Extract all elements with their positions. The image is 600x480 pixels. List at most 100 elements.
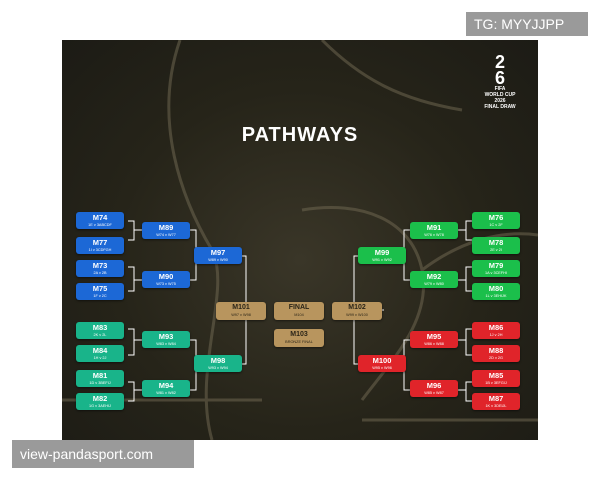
logo-number-top: 2 xyxy=(494,52,505,72)
match-sub: 1I v 3CDFGH xyxy=(88,248,112,252)
logo-line2: WORLD CUP xyxy=(484,92,516,98)
match-code: M89 xyxy=(158,223,174,232)
bracket-connectors xyxy=(128,220,472,402)
match-code: M92 xyxy=(426,272,442,281)
match-code: M83 xyxy=(92,323,108,332)
match-sub: 1L v 3EHIJK xyxy=(485,294,507,298)
match-code: M81 xyxy=(92,371,108,380)
match-code: M93 xyxy=(158,332,174,341)
match-sub: 1A v 3CEFHI xyxy=(485,271,507,275)
match-code: M86 xyxy=(488,323,504,332)
match-sub: BRONZE FINAL xyxy=(285,340,313,344)
match-code: M76 xyxy=(488,213,504,222)
match-code: M75 xyxy=(92,284,108,293)
match-sub: W91 v W92 xyxy=(372,258,392,262)
match-sub: 1J v 2H xyxy=(489,333,503,337)
match-code: M78 xyxy=(488,238,504,247)
match-code: M102 xyxy=(348,304,366,311)
match-sub: W81 v W82 xyxy=(156,391,176,395)
match-sub: W74 v W77 xyxy=(156,233,176,237)
watermark-top: TG: MYYJJPP xyxy=(466,12,588,36)
page-title: PATHWAYS xyxy=(241,124,359,146)
match-code: M88 xyxy=(488,346,504,355)
match-sub: 1C v 2F xyxy=(489,223,503,227)
match-sub: W85 v W87 xyxy=(424,391,444,395)
match-sub: W73 v W75 xyxy=(156,282,176,286)
match-sub: 2A v 2B xyxy=(93,271,107,275)
match-code: FINAL xyxy=(288,304,310,311)
match-code: M103 xyxy=(290,331,308,338)
match-sub: W93 v W94 xyxy=(208,366,228,370)
match-sub: 1G v 3AEHIJ xyxy=(89,404,111,408)
logo-line4: FINAL DRAW xyxy=(484,104,516,110)
logo-line1: FIFA xyxy=(494,86,506,92)
match-code: M98 xyxy=(210,356,226,365)
match-sub: 1H v 2J xyxy=(93,356,107,360)
match-code: M95 xyxy=(426,332,442,341)
match-code: M96 xyxy=(426,381,442,390)
match-code: M74 xyxy=(92,213,108,222)
match-sub: 1F v 2C xyxy=(93,294,107,298)
match-sub: 2K v 2L xyxy=(93,333,107,337)
match-sub: 2D v 2G xyxy=(489,356,503,360)
match-code: M99 xyxy=(374,248,390,257)
match-sub: W95 v W96 xyxy=(372,366,392,370)
match-code: M91 xyxy=(426,223,442,232)
match-code: M77 xyxy=(92,238,108,247)
match-sub: W89 v W90 xyxy=(208,258,228,262)
world-cup-logo: 2 6 FIFA WORLD CUP 2026 FINAL DRAW xyxy=(478,52,522,110)
match-code: M90 xyxy=(158,272,174,281)
match-code: M73 xyxy=(92,261,108,270)
match-sub: W79 v W80 xyxy=(424,282,444,286)
match-code: M101 xyxy=(232,304,250,311)
match-code: M84 xyxy=(92,346,108,355)
match-code: M97 xyxy=(210,248,226,257)
match-sub: W99 v W100 xyxy=(346,313,368,317)
match-code: M94 xyxy=(158,381,174,390)
match-sub: W86 v W88 xyxy=(424,342,444,346)
match-code: M79 xyxy=(488,261,504,270)
match-code: M100 xyxy=(372,356,392,365)
match-sub: W83 v W84 xyxy=(156,342,176,346)
match-code: M82 xyxy=(92,394,108,403)
match-code: M80 xyxy=(488,284,504,293)
match-sub: 2E v 2I xyxy=(490,248,502,252)
logo-line3: 2026 xyxy=(494,98,506,104)
pathways-poster: 2 6 FIFA WORLD CUP 2026 FINAL DRAW PATHW… xyxy=(62,40,538,440)
match-sub: W97 v W98 xyxy=(231,313,251,317)
match-sub: 1D v 3BEFIJ xyxy=(89,381,111,385)
logo-number-bottom: 6 xyxy=(494,68,505,88)
